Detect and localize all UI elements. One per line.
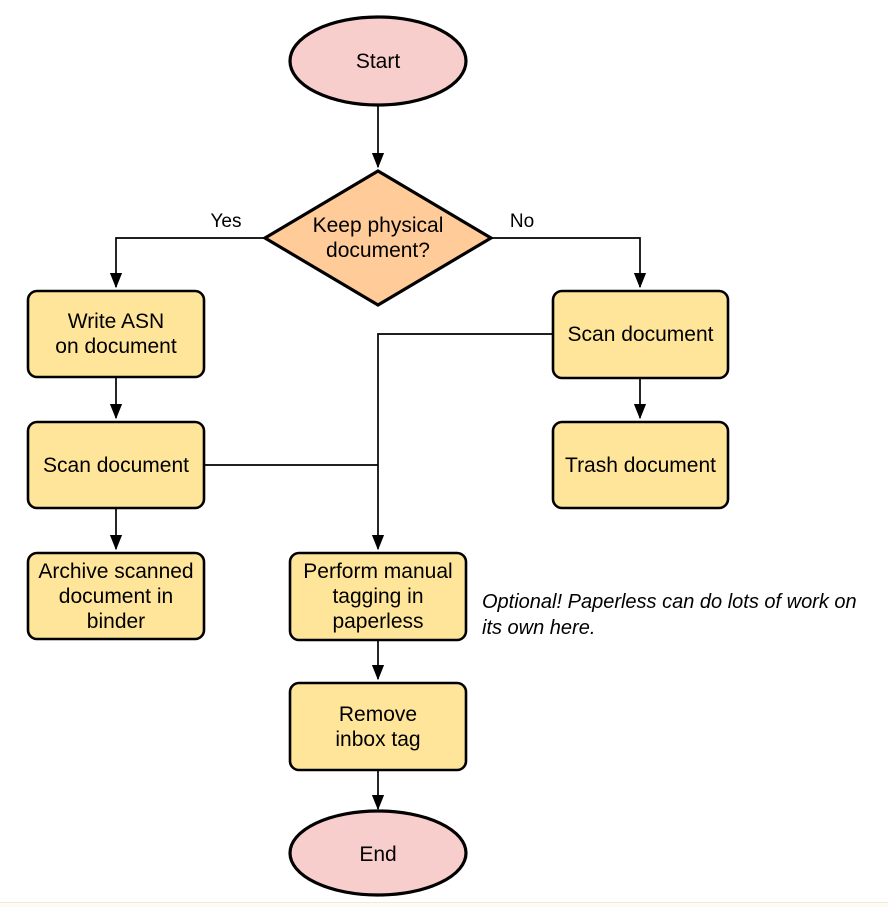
end-node-shape	[288, 809, 468, 897]
edge-label-yes: Yes	[210, 211, 242, 232]
optional-note: Optional! Paperless can do lots of work …	[482, 591, 857, 639]
trash-node-shape	[551, 420, 730, 510]
scan-left-node-shape	[26, 420, 206, 510]
bottom-page-edge	[0, 902, 888, 907]
decision-node-shape	[261, 169, 495, 307]
tagging-node-shape	[288, 551, 468, 642]
edges	[109, 105, 647, 811]
edge-decision-no	[491, 237, 647, 289]
edge-decision-yes	[109, 237, 265, 289]
write-asn-node-shape	[26, 289, 206, 379]
edge-scanright-to-tagging	[371, 333, 553, 551]
remove-inbox-node-shape	[288, 681, 468, 772]
archive-node-shape	[26, 551, 206, 641]
edge-label-no: No	[509, 211, 535, 232]
scan-right-node-shape	[551, 289, 730, 380]
start-node-shape	[288, 15, 468, 107]
